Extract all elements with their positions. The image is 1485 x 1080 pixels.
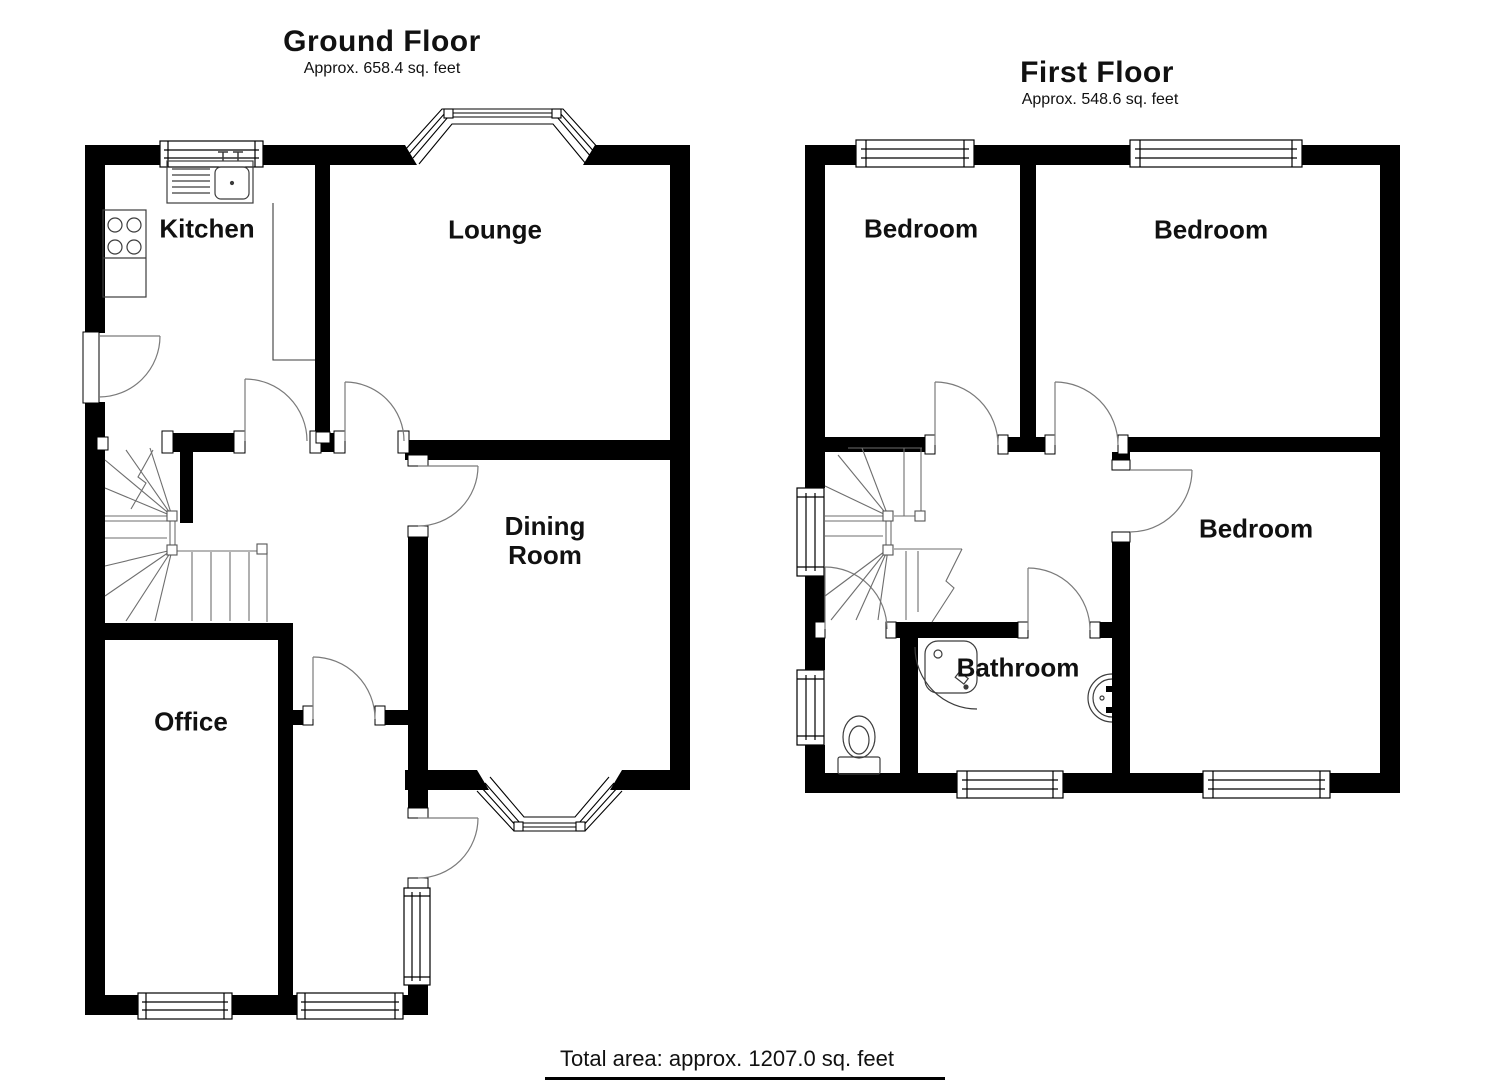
bedroom-front-right-window (1129, 139, 1303, 168)
room-label-office: Office (154, 706, 228, 737)
rear-side-window (403, 887, 431, 986)
kitchen-sink-icon (166, 151, 254, 204)
first-floor-walls (805, 145, 1400, 793)
dining-bay-window (476, 776, 623, 832)
ground-floor-stairs (104, 447, 268, 622)
first-floor-title: First Floor (1020, 56, 1174, 89)
wc-side-window (796, 669, 825, 746)
kitchen-counter (272, 203, 315, 361)
rear-room-window (296, 992, 404, 1020)
dining-door (417, 465, 479, 527)
front-door (98, 335, 161, 398)
bathroom-door (1027, 567, 1091, 631)
ground-floor-area: Approx. 658.4 sq. feet (303, 60, 461, 77)
kitchen-window (159, 140, 264, 168)
room-label-dining-room: Dining Room (504, 511, 586, 570)
toilet-icon (837, 715, 881, 775)
landing-side-window (796, 487, 825, 577)
wash-basin-icon (1087, 673, 1118, 723)
room-label-bedroom-rear: Bedroom (1198, 513, 1314, 544)
lounge-bay-window (404, 108, 601, 165)
bedroom-front-right-door (1054, 381, 1119, 446)
cropped-border-fragment (545, 1077, 945, 1080)
bedroom-rear-door (1129, 469, 1193, 533)
room-label-bedroom-front-left: Bedroom (863, 213, 979, 244)
ground-floor-title: Ground Floor (283, 25, 481, 58)
bedroom-rear-window (1202, 770, 1331, 799)
kitchen-door (244, 378, 308, 442)
first-floor-windows (796, 139, 1331, 799)
ground-floor-windows (137, 140, 431, 1020)
room-label-kitchen: Kitchen (159, 213, 255, 244)
corner-shower-icon (914, 640, 978, 710)
rear-room-door (312, 656, 376, 720)
first-floor-stairs (824, 447, 963, 623)
lounge-door (344, 381, 405, 442)
hob-icon (102, 209, 147, 298)
bathroom-window (956, 770, 1064, 799)
room-label-bathroom: Bathroom (956, 652, 1080, 683)
first-floor-plan (796, 139, 1400, 799)
ground-floor-walls (85, 145, 690, 1015)
ground-floor-door-plates (82, 331, 429, 889)
room-label-lounge: Lounge (448, 214, 542, 245)
bedroom-front-left-door (934, 381, 999, 446)
first-floor-area: Approx. 548.6 sq. feet (1021, 91, 1179, 108)
ground-floor-doors (98, 335, 479, 879)
bedroom-front-left-window (855, 139, 975, 168)
rear-exterior-door (417, 817, 479, 879)
total-area-text: Total area: approx. 1207.0 sq. feet (560, 1046, 894, 1071)
wc-door (824, 566, 888, 630)
office-window (137, 992, 233, 1020)
room-label-bedroom-front-right: Bedroom (1153, 214, 1269, 245)
first-floor-doors (824, 381, 1193, 631)
ground-floor-plan (82, 108, 690, 1020)
